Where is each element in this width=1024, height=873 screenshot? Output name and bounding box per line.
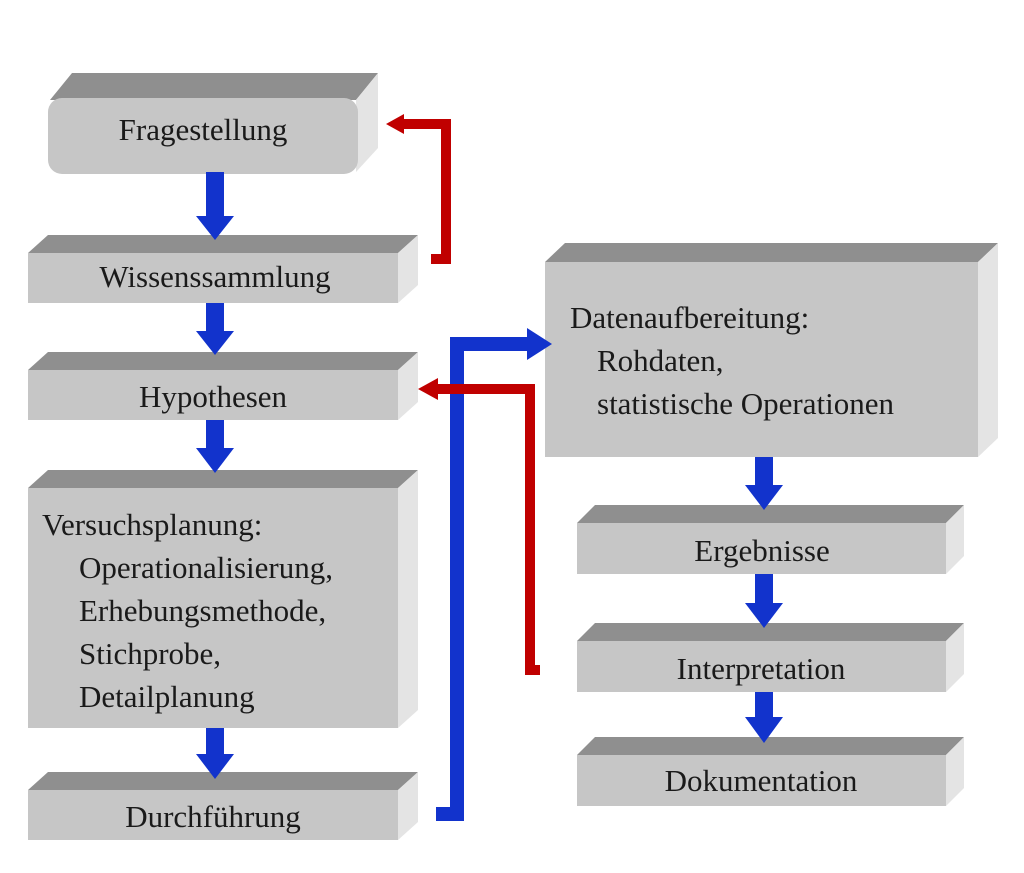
datenaufbereitung-item: Rohdaten, <box>597 343 724 378</box>
box-wissenssammlung <box>28 235 418 303</box>
flow-arrow-fragestellung-wissenssammlung <box>196 172 234 240</box>
box-durchfuehrung <box>28 772 418 840</box>
label-dokumentation: Dokumentation <box>664 763 858 798</box>
label-wissenssammlung: Wissenssammlung <box>99 259 331 294</box>
label-durchfuehrung: Durchführung <box>125 799 301 834</box>
label-interpretation: Interpretation <box>676 651 846 686</box>
label-fragestellung: Fragestellung <box>118 112 288 147</box>
feedback-arrow-wissenssammlung-fragestellung <box>386 114 451 264</box>
box-versuchsplanung <box>28 470 418 728</box>
versuchsplanung-item: Operationalisierung, <box>79 550 333 585</box>
box-hypothesen <box>28 352 418 420</box>
box-ergebnisse <box>577 505 964 574</box>
label-hypothesen: Hypothesen <box>138 379 288 414</box>
label-ergebnisse: Ergebnisse <box>694 533 830 568</box>
versuchsplanung-text: Versuchsplanung: Operationalisierung, Er… <box>42 503 333 718</box>
feedback-arrow-interpretation-hypothesen <box>418 378 540 675</box>
versuchsplanung-item: Erhebungsmethode, <box>79 593 327 628</box>
flow-arrow-wissenssammlung-hypothesen <box>196 303 234 355</box>
flow-connector-durchfuehrung-datenaufbereitung <box>436 328 552 821</box>
box-interpretation <box>577 623 964 692</box>
versuchsplanung-heading: Versuchsplanung: <box>42 507 263 542</box>
box-datenaufbereitung <box>545 243 998 457</box>
box-dokumentation <box>577 737 964 806</box>
flow-arrow-hypothesen-versuchsplanung <box>196 420 234 473</box>
datenaufbereitung-heading: Datenaufbereitung: <box>570 300 810 335</box>
flow-arrow-versuchsplanung-durchfuehrung <box>196 728 234 779</box>
datenaufbereitung-text: Datenaufbereitung: Rohdaten, statistisch… <box>570 296 894 425</box>
flow-arrow-datenaufbereitung-ergebnisse <box>745 457 783 510</box>
flow-arrow-interpretation-dokumentation <box>745 692 783 743</box>
versuchsplanung-item: Detailplanung <box>79 679 255 714</box>
versuchsplanung-item: Stichprobe, <box>79 636 222 671</box>
datenaufbereitung-item: statistische Operationen <box>597 386 894 421</box>
flow-arrow-ergebnisse-interpretation <box>745 574 783 628</box>
box-fragestellung <box>48 73 378 174</box>
